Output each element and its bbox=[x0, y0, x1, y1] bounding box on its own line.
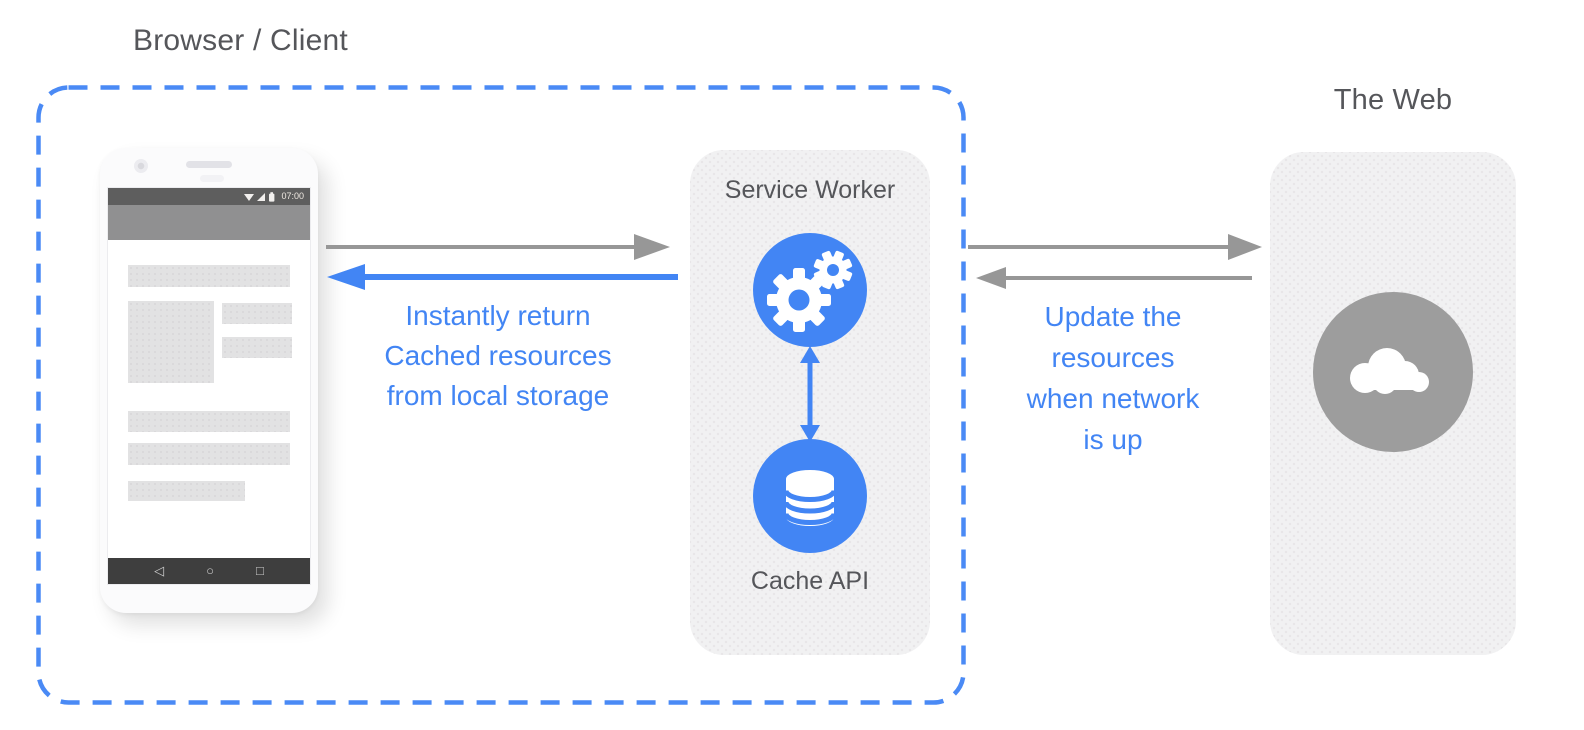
cache-api-label: Cache API bbox=[750, 567, 870, 595]
web-panel bbox=[1270, 152, 1516, 655]
gears-icon bbox=[767, 250, 853, 332]
content-placeholder-block bbox=[128, 265, 290, 287]
browser-client-title: Browser / Client bbox=[133, 24, 348, 57]
caption-line: resources bbox=[1051, 342, 1175, 373]
content-placeholder-block bbox=[222, 337, 292, 358]
web-title: The Web bbox=[1333, 84, 1453, 116]
home-circle-icon: ○ bbox=[206, 563, 214, 578]
content-placeholder-block bbox=[222, 303, 292, 324]
recents-square-icon: □ bbox=[256, 563, 264, 578]
battery-icon bbox=[269, 191, 275, 202]
left-flow-caption: Instantly return Cached resources from l… bbox=[332, 296, 664, 416]
content-placeholder-block bbox=[128, 411, 290, 432]
service-worker-circle bbox=[753, 233, 867, 347]
arrow-line bbox=[1004, 276, 1252, 280]
phone-nav-bar: ◁ ○ □ bbox=[108, 558, 310, 584]
arrowhead-left-icon bbox=[976, 267, 1006, 289]
phone-app-bar bbox=[108, 205, 310, 240]
phone-page-content bbox=[108, 240, 310, 558]
bidirectional-arrow-icon bbox=[800, 346, 820, 442]
arrow-line bbox=[362, 274, 678, 280]
cloud-icon bbox=[1350, 348, 1429, 394]
status-time: 07:00 bbox=[281, 191, 304, 201]
phone-speaker bbox=[186, 161, 232, 168]
content-placeholder-block bbox=[128, 481, 245, 501]
arrowhead-right-icon bbox=[634, 234, 670, 260]
database-icon bbox=[783, 470, 837, 526]
content-placeholder-block bbox=[128, 443, 290, 465]
phone-sensor bbox=[200, 175, 224, 182]
caption-line: from local storage bbox=[386, 380, 610, 411]
browser-client-dashed-border bbox=[36, 85, 966, 705]
phone-mockup: 07:00 ◁ ○ □ bbox=[100, 148, 318, 613]
status-icons bbox=[244, 191, 275, 202]
service-worker-panel: Service Worker bbox=[690, 150, 930, 655]
service-worker-title: Service Worker bbox=[724, 176, 896, 204]
phone-status-bar: 07:00 bbox=[108, 188, 310, 205]
arrowhead-right-icon bbox=[1228, 234, 1262, 260]
back-triangle-icon: ◁ bbox=[154, 563, 165, 578]
caption-line: Update the bbox=[1044, 301, 1182, 332]
phone-camera-icon bbox=[134, 159, 148, 173]
cell-signal-icon bbox=[257, 192, 266, 201]
cache-api-circle bbox=[753, 439, 867, 553]
arrow-line bbox=[968, 245, 1230, 249]
wifi-icon bbox=[244, 193, 255, 201]
caption-line: is up bbox=[1083, 424, 1143, 455]
caption-line: Cached resources bbox=[384, 340, 612, 371]
arrowhead-left-icon bbox=[327, 264, 365, 290]
right-flow-caption: Update the resources when network is up bbox=[982, 296, 1244, 460]
phone-screen: 07:00 ◁ ○ □ bbox=[108, 188, 310, 584]
caption-line: Instantly return bbox=[405, 300, 591, 331]
caption-line: when network bbox=[1026, 383, 1200, 414]
content-placeholder-block bbox=[128, 301, 214, 383]
web-circle bbox=[1313, 292, 1473, 452]
arrow-line bbox=[326, 245, 636, 249]
